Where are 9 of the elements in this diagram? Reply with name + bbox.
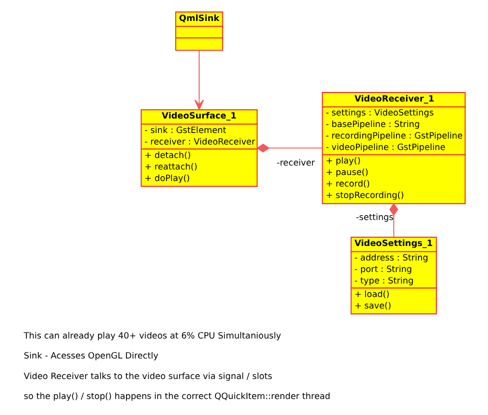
edge-label: -receiver xyxy=(276,158,315,169)
arrow xyxy=(194,50,204,110)
label: Video Receiver talks to the video surface via signal / slots xyxy=(24,372,272,382)
edge-label: -settings xyxy=(356,213,394,224)
label: This can already play 40+ videos at 6% CPU Simultaniously xyxy=(24,332,282,342)
label: Sink - Acesses OpenGL Directly xyxy=(24,352,158,362)
connector xyxy=(256,144,323,152)
connector xyxy=(389,202,398,238)
label: so the play() / stop() happens in the correct QQuickItem::render thread xyxy=(24,392,330,402)
